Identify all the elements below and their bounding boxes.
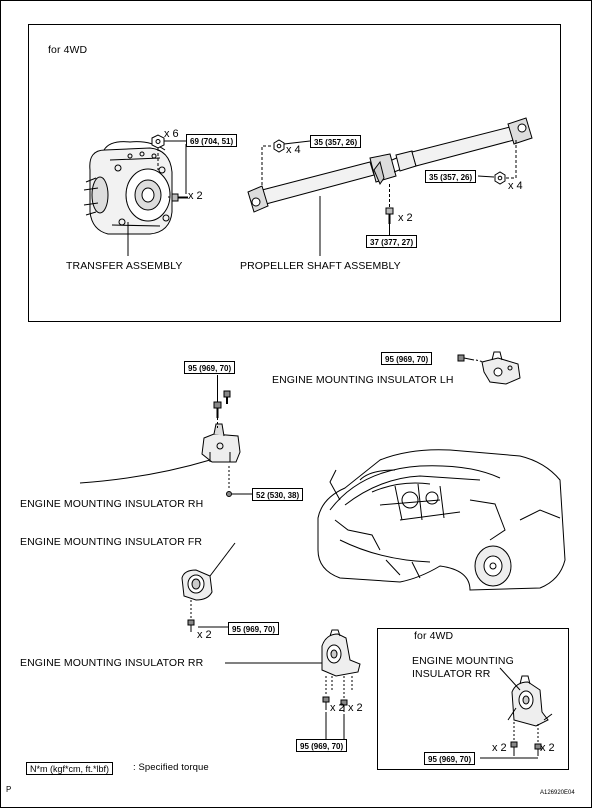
center-bearing-torque: 37 (377, 27) (366, 235, 418, 248)
transfer-bolt-icon (171, 193, 188, 202)
shaft-front-multiplier: x 4 (286, 144, 301, 156)
insulator-rr-left-multiplier: x 2 (330, 702, 345, 714)
insulator-rr-right-bolt-icon (340, 699, 348, 712)
transfer-nut-multiplier: x 6 (164, 128, 179, 140)
insulator-fr-torque: 95 (969, 70) (228, 622, 280, 635)
insulator-rr-torque: 95 (969, 70) (296, 739, 348, 752)
top-variant-label: for 4WD (48, 44, 88, 56)
shaft-front-nut-icon (273, 139, 285, 153)
insulator-fr-multiplier: x 2 (197, 629, 212, 641)
inset-insulator-rr-drawing (507, 675, 553, 727)
insulator-rh-bottom-torque: 52 (530, 38) (252, 488, 304, 501)
insulator-lh-torque: 95 (969, 70) (381, 352, 433, 365)
insulator-rr-left-bolt-icon (322, 696, 330, 710)
inset-left-bolt-icon (510, 741, 518, 756)
insulator-fr-bolt-icon (187, 619, 195, 632)
legend-text: : Specified torque (133, 762, 209, 773)
shaft-rear-torque: 35 (357, 26) (425, 170, 477, 183)
insulator-fr-label: ENGINE MOUNTING INSULATOR FR (20, 536, 203, 548)
transfer-bolt-multiplier: x 2 (188, 190, 203, 202)
insulator-lh-drawing (481, 351, 521, 385)
shaft-rear-multiplier: x 4 (508, 180, 523, 192)
inset-label-line2: INSULATOR RR (412, 668, 491, 680)
inset-4wd-frame (377, 628, 569, 770)
insulator-rh-bottom-bolt-icon (223, 390, 231, 404)
vehicle-drawing (317, 449, 566, 591)
insulator-rr-right-multiplier: x 2 (348, 702, 363, 714)
transfer-nut-torque: 69 (704, 51) (186, 134, 238, 147)
figure-id: A126920E04 (540, 790, 575, 796)
shaft-front-torque: 35 (357, 26) (310, 135, 362, 148)
insulator-rh-drawing (201, 423, 241, 463)
insulator-rr-label: ENGINE MOUNTING INSULATOR RR (20, 657, 204, 669)
shaft-rear-nut-icon (494, 171, 506, 185)
transfer-assembly-drawing (83, 141, 173, 235)
propeller-shaft-label: PROPELLER SHAFT ASSEMBLY (240, 260, 401, 272)
transfer-assembly-label: TRANSFER ASSEMBLY (66, 260, 183, 272)
top-panel-frame (28, 24, 561, 322)
insulator-rh-top-torque: 95 (969, 70) (184, 361, 236, 374)
insulator-rh-label: ENGINE MOUNTING INSULATOR RH (20, 498, 204, 510)
page-letter: P (6, 785, 12, 794)
inset-torque: 95 (969, 70) (424, 752, 476, 765)
propeller-shaft-drawing (247, 117, 533, 213)
inset-right-multiplier: x 2 (540, 742, 555, 754)
insulator-rr-drawing (321, 629, 361, 677)
center-bolt-multiplier: x 2 (398, 212, 413, 224)
insulator-lh-label: ENGINE MOUNTING INSULATOR LH (272, 374, 454, 386)
insulator-rh-top-bolt-icon (213, 401, 222, 418)
inset-left-multiplier: x 2 (492, 742, 507, 754)
insulator-lh-bolt-icon (457, 354, 475, 362)
inset-right-bolt-icon (534, 743, 542, 756)
inset-variant-label: for 4WD (414, 630, 454, 642)
insulator-fr-drawing (181, 569, 213, 601)
inset-label-line1: ENGINE MOUNTING (412, 655, 514, 667)
transfer-nut-icon (151, 134, 165, 149)
center-bearing-bolt-icon (385, 207, 394, 224)
legend-key: N*m (kgf*cm, ft.*lbf) (26, 762, 114, 775)
